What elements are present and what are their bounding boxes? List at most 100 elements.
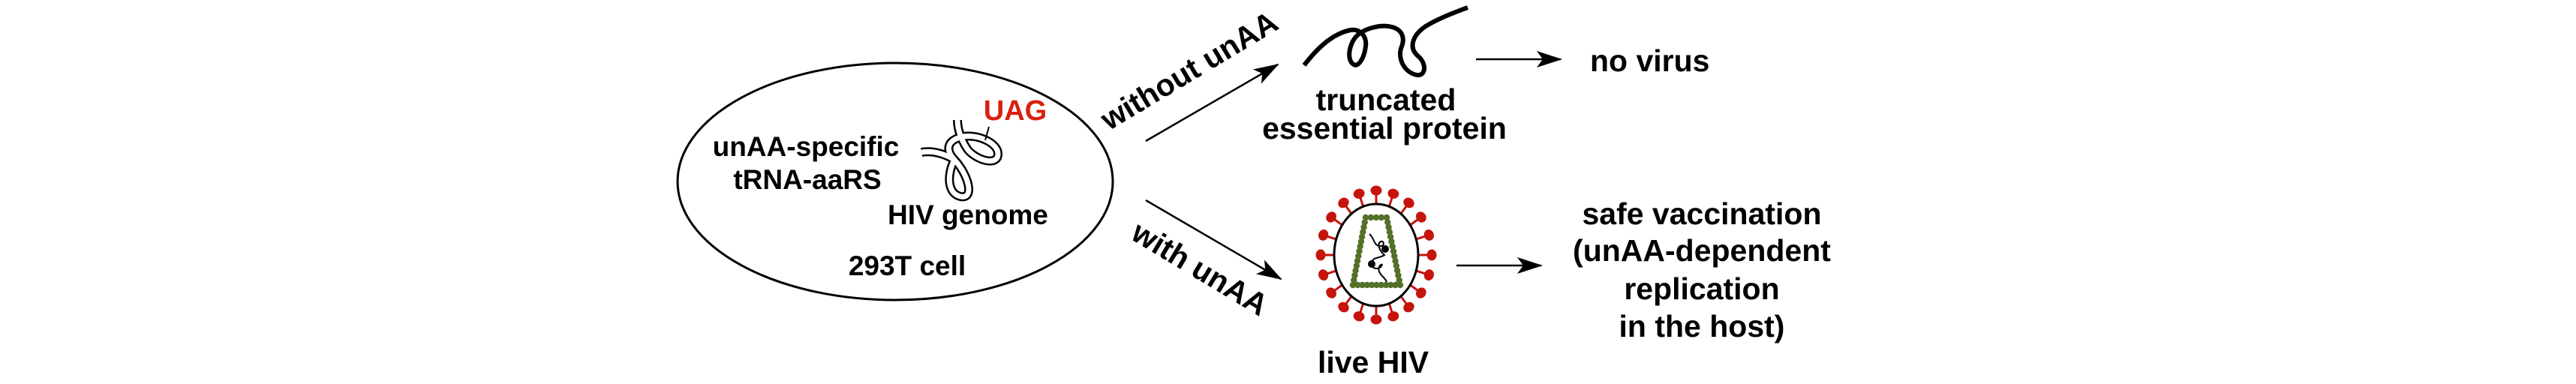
capsid-bead — [1392, 257, 1399, 265]
codon-label: UAG — [984, 95, 1047, 127]
virus-spike-head — [1318, 230, 1329, 241]
outcome-line-2: (unAA-dependent — [1573, 233, 1831, 268]
capsid-bead — [1378, 281, 1385, 289]
capsid-bead — [1396, 281, 1404, 289]
capsid-bead — [1387, 281, 1394, 289]
virus-spike-head — [1423, 269, 1434, 280]
capsid-bead — [1351, 272, 1358, 279]
capsid-bead — [1390, 248, 1397, 255]
virus-spike-stem — [1327, 269, 1337, 275]
outcome-line-4: in the host) — [1619, 309, 1785, 344]
virus-spike-head — [1370, 314, 1382, 325]
virus-spike-stem — [1409, 284, 1418, 292]
virus-spike-head — [1370, 185, 1382, 196]
capsid-bead — [1385, 224, 1392, 231]
virus-spike-head — [1318, 269, 1329, 280]
branch-without-unaa: without unAA truncated essential protein… — [1094, 4, 1710, 146]
capsid-bead — [1349, 281, 1357, 289]
virus-spike-stem — [1387, 303, 1393, 313]
capsid-bead — [1355, 253, 1362, 260]
capsid-bead — [1354, 257, 1361, 265]
capsid-bead — [1354, 281, 1361, 289]
capsid-bead — [1393, 262, 1400, 269]
capsid-bead — [1388, 238, 1395, 245]
capsid-bead — [1367, 214, 1375, 221]
capsid-bead — [1391, 253, 1398, 260]
arrow-without-unaa — [1145, 63, 1279, 142]
capsid-bead — [1363, 281, 1371, 289]
virus-spike-stem — [1345, 206, 1353, 214]
capsid-bead — [1387, 233, 1394, 240]
virus-spike-head — [1416, 287, 1426, 298]
condition-label-with-unaa: with unAA — [1126, 214, 1274, 322]
product-label-line2: essential protein — [1262, 111, 1507, 146]
live-hiv-virus-icon — [1315, 185, 1437, 325]
arrow-with-unaa — [1145, 199, 1282, 280]
cell-group: unAA-specific tRNA-aaRS UAG HIV genome 2… — [676, 62, 1114, 302]
virus-spike-stem — [1399, 206, 1408, 214]
virus-spike-head — [1387, 311, 1399, 322]
codon-pointer-line — [984, 126, 990, 141]
virus-spike-stem — [1327, 235, 1337, 241]
virus-spike-stem — [1409, 218, 1418, 226]
capsid-bead — [1386, 229, 1393, 236]
capsid-bead — [1382, 281, 1390, 289]
virus-spike-head — [1387, 188, 1399, 199]
capsid-bead — [1361, 219, 1368, 226]
capsid-bead — [1358, 233, 1366, 240]
cell-membrane — [676, 62, 1114, 302]
virus-spike-head — [1326, 212, 1336, 223]
live-hiv-label: live HIV — [1318, 345, 1429, 380]
virus-spikes — [1315, 185, 1437, 325]
branch-with-unaa: with unAA live HIV safe vaccination (unA… — [1126, 185, 1831, 380]
capsid-bead — [1362, 214, 1369, 221]
virus-spike-head — [1403, 197, 1414, 208]
virus-spike-stem — [1359, 197, 1365, 207]
condition-label-without-unaa: without unAA — [1094, 4, 1284, 137]
virus-rna-icon — [1368, 233, 1389, 283]
capsid-bead — [1393, 267, 1401, 274]
capsid-bead — [1353, 262, 1360, 269]
capsid-bead — [1360, 229, 1366, 236]
capsid-bead — [1360, 224, 1367, 231]
outcome-no-virus: no virus — [1590, 44, 1709, 78]
virus-spike-stem — [1334, 218, 1343, 226]
capsid-bead — [1395, 272, 1402, 279]
outcome-line-3: replication — [1624, 272, 1779, 306]
trna-aars-label-line1: unAA-specific — [713, 131, 900, 162]
virus-spike-head — [1426, 249, 1437, 261]
virus-spike-stem — [1359, 303, 1365, 313]
capsid-bead — [1352, 267, 1359, 274]
virus-spike-head — [1338, 302, 1349, 313]
virus-spike-stem — [1345, 296, 1353, 304]
capsid-bead — [1359, 281, 1366, 289]
virus-spike-stem — [1387, 197, 1393, 207]
outcome-line-1: safe vaccination — [1582, 196, 1821, 231]
hiv-genome-icon — [920, 119, 1002, 202]
virus-spike-stem — [1334, 284, 1343, 292]
virus-spike-stem — [1399, 296, 1408, 304]
virus-spike-head — [1353, 311, 1365, 322]
virus-spike-head — [1416, 212, 1426, 223]
capsid-bead — [1389, 243, 1396, 250]
capsid-bead — [1383, 214, 1390, 221]
capsid-bead — [1396, 277, 1402, 284]
capsid-bead — [1378, 214, 1385, 221]
virus-spike-stem — [1415, 269, 1426, 275]
capsid-bead — [1357, 238, 1365, 245]
capsid-bead — [1357, 243, 1363, 250]
capsid-bead — [1356, 248, 1363, 255]
capsid-bead — [1373, 281, 1380, 289]
cell-label: 293T cell — [849, 250, 966, 281]
virus-spike-stem — [1415, 235, 1426, 241]
virus-capsid — [1349, 214, 1404, 289]
virus-spike-head — [1315, 249, 1326, 261]
capsid-bead — [1372, 214, 1380, 221]
virus-spike-head — [1423, 230, 1434, 241]
virus-spike-head — [1403, 302, 1414, 313]
virus-spike-head — [1338, 197, 1349, 208]
capsid-bead — [1351, 277, 1357, 284]
capsid-bead — [1369, 281, 1375, 289]
capsid-bead — [1384, 219, 1391, 226]
